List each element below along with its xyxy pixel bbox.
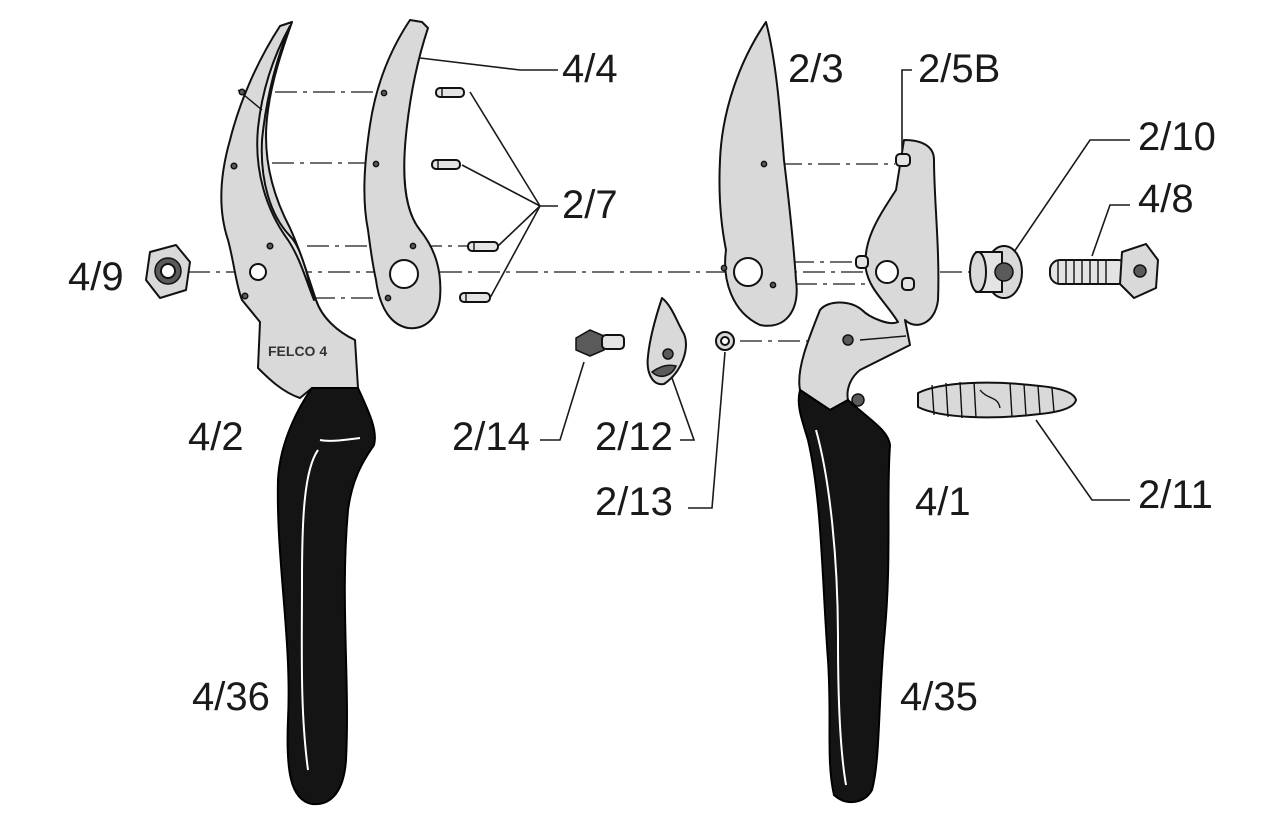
- bolt-4-8: [1049, 243, 1159, 299]
- spring-2-11: [917, 381, 1077, 419]
- lower-blade-handle-4-2: FELCO 4: [220, 21, 376, 806]
- part-labels: 4/4 2/3 2/5B 2/10 4/8 2/7 4/9 4/2 2/14 2…: [68, 47, 1216, 719]
- bush-2-10: [969, 245, 1023, 299]
- label-4-2: 4/2: [188, 415, 244, 459]
- label-4-4: 4/4: [562, 47, 618, 91]
- cutting-blade-2-3: [718, 21, 798, 327]
- label-4-8: 4/8: [1138, 177, 1194, 221]
- label-4-9: 4/9: [68, 255, 124, 299]
- upper-handle-4-1: [797, 139, 940, 803]
- blade-4-4: [363, 19, 442, 330]
- leader-lines: [419, 57, 1130, 509]
- label-4-36: 4/36: [192, 675, 270, 719]
- label-2-14: 2/14: [452, 415, 530, 459]
- label-2-11: 2/11: [1138, 473, 1213, 517]
- screw-2-14: [575, 329, 625, 357]
- label-2-5b: 2/5B: [918, 47, 1000, 91]
- label-4-1: 4/1: [915, 480, 971, 524]
- label-2-3: 2/3: [788, 47, 844, 91]
- label-2-7: 2/7: [562, 183, 618, 227]
- rivets-2-7: [431, 87, 499, 303]
- label-2-12: 2/12: [595, 415, 673, 459]
- plate-2-12: [646, 297, 687, 386]
- washer-2-13: [715, 331, 735, 351]
- nut-4-9: [145, 244, 191, 299]
- label-2-10: 2/10: [1138, 115, 1216, 159]
- brand-stamp: FELCO 4: [268, 343, 327, 359]
- label-4-35: 4/35: [900, 675, 978, 719]
- label-2-13: 2/13: [595, 480, 673, 524]
